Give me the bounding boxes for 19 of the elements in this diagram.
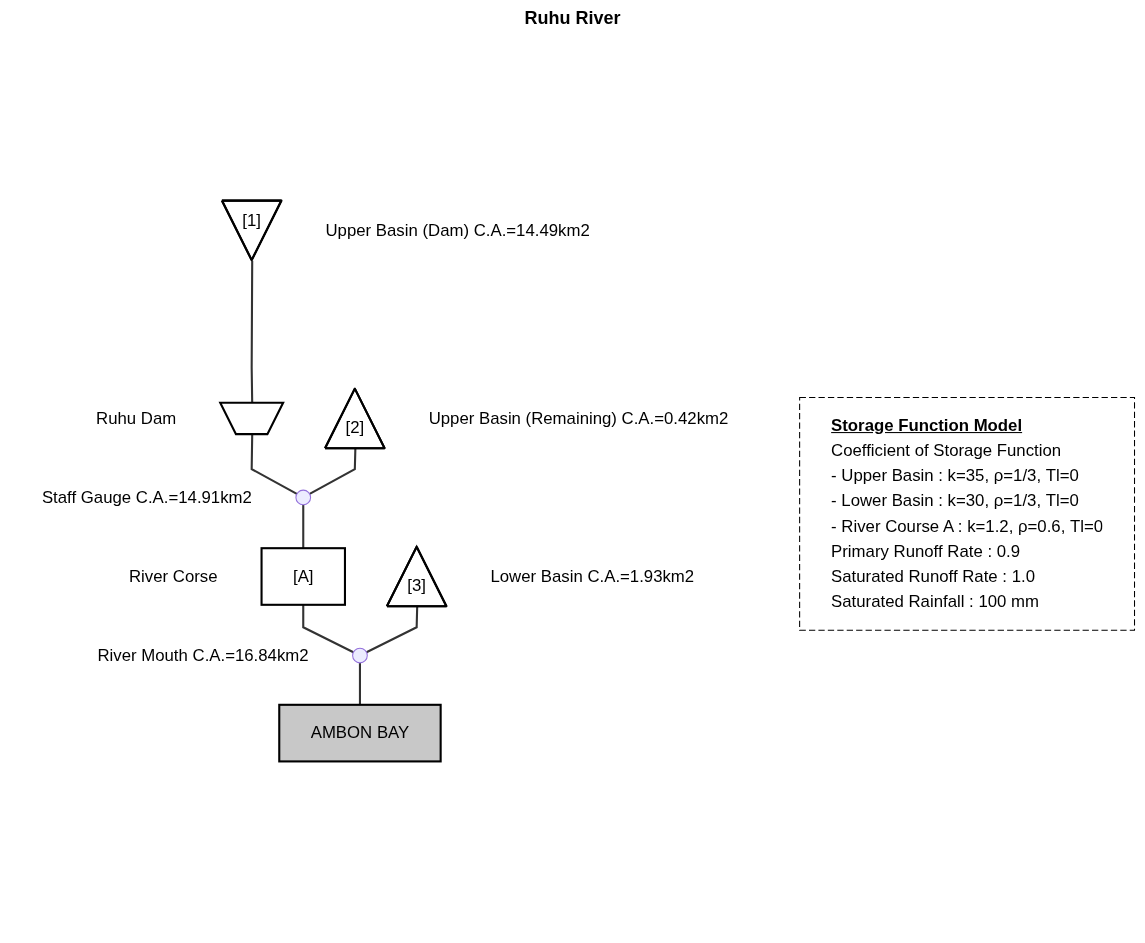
connector — [358, 662, 361, 705]
node-circle — [352, 647, 368, 664]
node-box: Storage Function Model Coefficient of Storage Function - Upper Basin : k=35, ρ=1/3, Tl=0 - Lower Basin : k=30, ρ=1/3, Tl=0 - River Course A : k=1.2, ρ=0.6, Tl=0 Primary Runoff Rate : 0.9 Saturated Runoff Rate : 1.0 Saturated Rainfall : 100 mm — [799, 396, 1136, 631]
node-circle — [295, 489, 312, 506]
connector — [366, 606, 419, 654]
diagram-title: Ruhu River — [523, 8, 622, 29]
node-trapezoid — [218, 401, 285, 436]
connector — [309, 448, 357, 495]
node-label: River Mouth C.A.=16.84km2 — [97, 646, 309, 664]
node-label: Staff Gauge C.A.=14.91km2 — [41, 488, 252, 506]
node-box: AMBON BAY — [278, 703, 442, 763]
node-label: Upper Basin (Dam) C.A.=14.49km2 — [325, 220, 590, 239]
node-label: Lower Basin C.A.=1.93km2 — [490, 567, 695, 585]
connector — [302, 604, 354, 654]
connector — [302, 504, 305, 549]
node-label: River Corse — [128, 567, 218, 585]
node-box: [A] — [260, 547, 346, 606]
node-label: Upper Basin (Remaining) C.A.=0.42km2 — [428, 408, 729, 427]
node-label: Ruhu Dam — [96, 408, 177, 427]
